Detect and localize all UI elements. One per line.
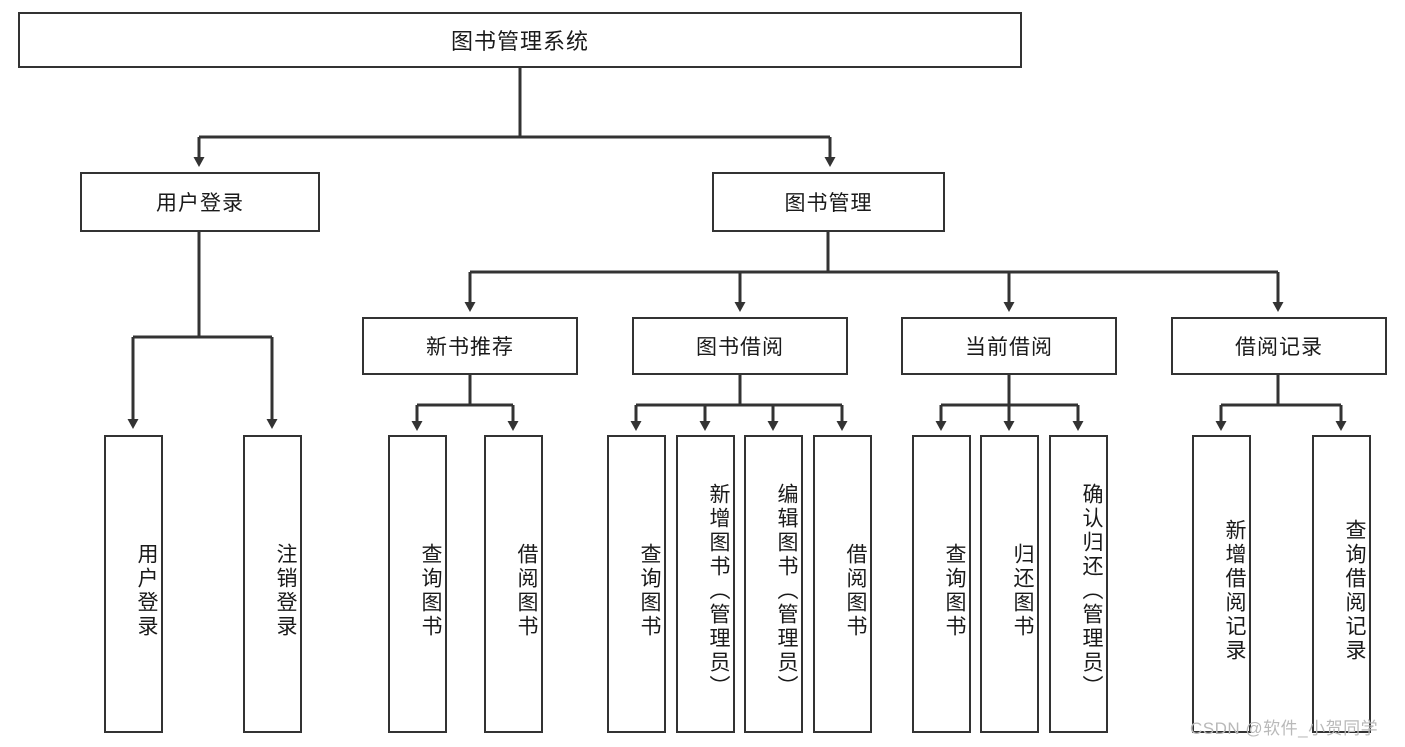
leaf-current-return-book[interactable]: 归还图书 <box>980 435 1039 733</box>
node-book-borrowing[interactable]: 图书借阅 <box>632 317 848 375</box>
leaf-logout[interactable]: 注销登录 <box>243 435 302 733</box>
leaf-newbook-borrow-book[interactable]: 借阅图书 <box>484 435 543 733</box>
node-user-login[interactable]: 用户登录 <box>80 172 320 232</box>
node-borrow-records[interactable]: 借阅记录 <box>1171 317 1387 375</box>
node-current-borrowing[interactable]: 当前借阅 <box>901 317 1117 375</box>
leaf-borrow-borrow-book[interactable]: 借阅图书 <box>813 435 872 733</box>
csdn-watermark: CSDN @软件_小贺同学 <box>1190 719 1379 738</box>
node-book-management[interactable]: 图书管理 <box>712 172 945 232</box>
leaf-record-query-borrow-record[interactable]: 查询借阅记录 <box>1312 435 1371 733</box>
node-root-book-management-system[interactable]: 图书管理系统 <box>18 12 1022 68</box>
leaf-borrow-add-book-admin[interactable]: 新增图书（管理员） <box>676 435 735 733</box>
leaf-current-confirm-return-admin[interactable]: 确认归还（管理员） <box>1049 435 1108 733</box>
leaf-user-login[interactable]: 用户登录 <box>104 435 163 733</box>
leaf-record-add-borrow-record[interactable]: 新增借阅记录 <box>1192 435 1251 733</box>
leaf-newbook-query-book[interactable]: 查询图书 <box>388 435 447 733</box>
leaf-borrow-edit-book-admin[interactable]: 编辑图书（管理员） <box>744 435 803 733</box>
leaf-borrow-query-book[interactable]: 查询图书 <box>607 435 666 733</box>
leaf-current-query-book[interactable]: 查询图书 <box>912 435 971 733</box>
node-new-book-recommendation[interactable]: 新书推荐 <box>362 317 578 375</box>
